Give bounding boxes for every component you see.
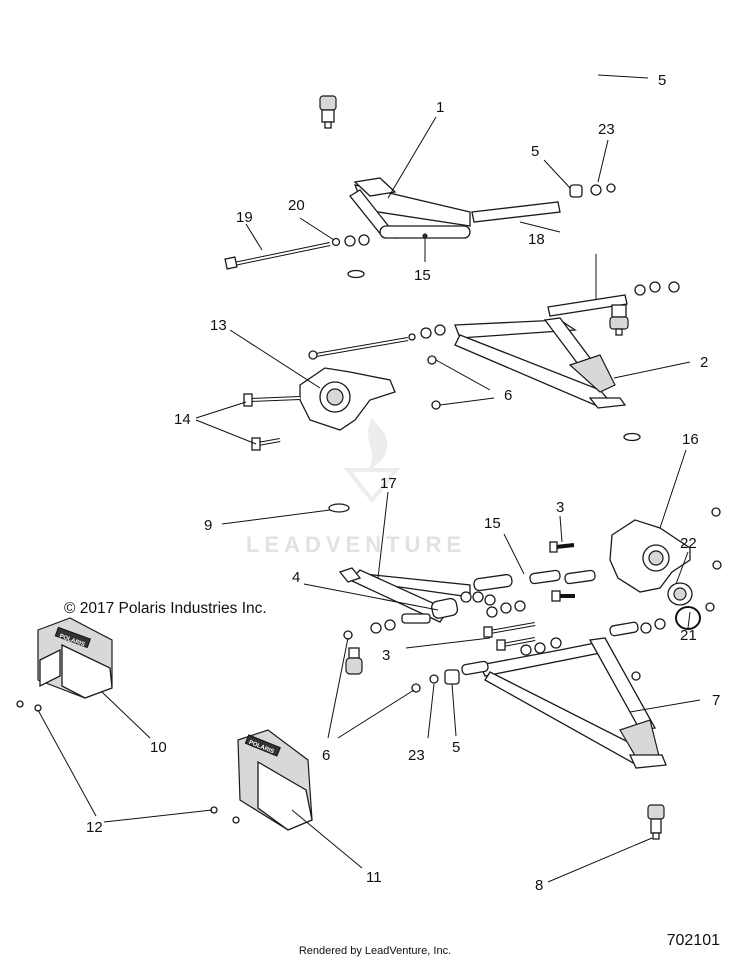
skid-guard-10: POLARIS: [37, 617, 113, 699]
callout-10: 10: [150, 739, 167, 756]
callout-16: 16: [682, 431, 699, 448]
ball-joint-mid: [609, 304, 629, 336]
snap-ring-21: [675, 606, 701, 630]
callout-6-upper: 6: [504, 387, 512, 404]
callout-12: 12: [86, 819, 103, 836]
o-ring-9: [328, 503, 350, 513]
callout-5-top: 5: [658, 72, 666, 89]
watermark-logo-icon: [343, 418, 401, 504]
callout-15-upper: 15: [414, 267, 431, 284]
rear-bushings: [634, 281, 680, 296]
o-ring-upper: [347, 269, 365, 279]
nut-6-lower: [431, 400, 441, 410]
o-ring-knuckle: [623, 432, 641, 442]
callout-23-top: 23: [598, 121, 615, 138]
callout-6-lower: 6: [322, 747, 330, 764]
ball-joint-lower-left: [345, 647, 363, 675]
callout-23-lower: 23: [408, 747, 425, 764]
callout-11: 11: [366, 869, 382, 886]
skid-guard-11: POLARIS: [237, 729, 313, 831]
right-side-nuts: [705, 507, 722, 612]
bolts-3-lower: [483, 622, 536, 651]
bolt-19: [224, 242, 331, 270]
callout-5-upper: 5: [531, 143, 539, 160]
upper-a-arm-front: [349, 177, 471, 239]
callout-18: 18: [528, 231, 545, 248]
steering-knuckle-16: [609, 519, 691, 593]
callout-20: 20: [288, 197, 305, 214]
pivot-tube-18-upper: [471, 201, 561, 223]
callout-7: 7: [712, 692, 720, 709]
callout-22: 22: [680, 535, 697, 552]
upper-a-arm-rear: [454, 317, 627, 409]
callout-8: 8: [535, 877, 543, 894]
leader-lines: [37, 74, 701, 883]
bolt-3-top: [549, 541, 575, 553]
nut-6-upper: [427, 355, 437, 365]
watermark-text: LEADVENTURE: [246, 532, 467, 557]
grease-zerk-15-upper: [422, 233, 428, 239]
diagram-code: 702101: [666, 932, 720, 949]
bearing-22: [667, 582, 693, 606]
callout-3-top: 3: [556, 499, 564, 516]
callout-19: 19: [236, 209, 253, 226]
callout-labels: 5 1 23 5 20 19 18 15 13 2 6 14 16 17 3 9…: [86, 72, 720, 894]
nut-23-top: [590, 183, 616, 196]
bolts-14: [243, 393, 301, 451]
callout-1: 1: [436, 99, 444, 116]
ball-joint-top: [319, 95, 337, 129]
lower-a-arm-rear: [479, 637, 667, 769]
callout-3-lower: 3: [382, 647, 390, 664]
washers-mid: [408, 324, 446, 341]
bushing-5-top: [569, 184, 583, 198]
callout-14: 14: [174, 411, 191, 428]
callout-2: 2: [700, 354, 708, 371]
footer-credit: Rendered by LeadVenture, Inc.: [298, 945, 452, 957]
lower-a-arm-front: [338, 567, 513, 623]
screws-12: [16, 700, 240, 824]
ball-joint-8: [647, 804, 665, 840]
callout-5-lower: 5: [452, 739, 460, 756]
washers-20: [331, 234, 370, 247]
callout-9: 9: [204, 517, 212, 534]
bolt-mid-long: [308, 337, 409, 360]
steering-knuckle-13: [299, 367, 396, 431]
pivot-tube-18-lower: [547, 294, 628, 317]
callout-13: 13: [210, 317, 227, 334]
bushings-lower-front: [401, 569, 596, 624]
lower-left-bushings: [343, 619, 396, 640]
callout-17: 17: [380, 475, 397, 492]
callout-15-lower: 15: [484, 515, 501, 532]
callout-4: 4: [292, 569, 300, 586]
lower-rear-bushings: [411, 618, 666, 693]
copyright-text: © 2017 Polaris Industries Inc.: [64, 600, 267, 617]
callout-21: 21: [680, 627, 697, 644]
